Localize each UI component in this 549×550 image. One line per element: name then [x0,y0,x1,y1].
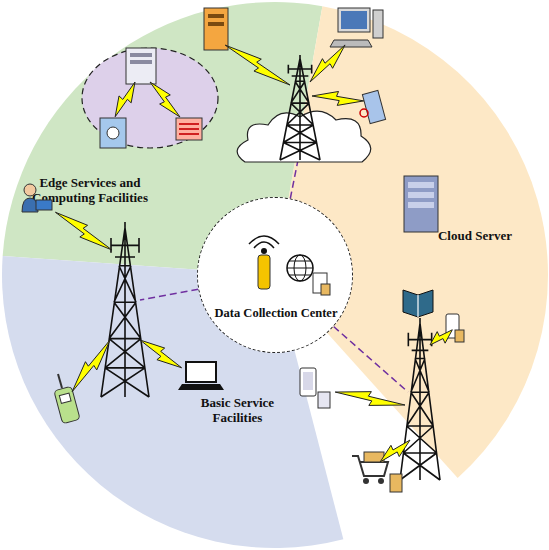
center-label: Data Collection Center [198,306,354,321]
doc-icon [318,392,330,408]
lightning-bolt [376,434,414,467]
sector-fill [2,256,343,548]
cart-icon [352,456,388,476]
region-label: Basic Service Facilities [185,395,290,425]
phone-screen [303,372,313,390]
doc-icon [390,474,402,492]
center-circle: Data Collection Center [197,197,353,353]
region-label: Cloud Server [425,228,525,243]
region-label: Edge Services and Computing Facilities [15,175,165,205]
cart-wheel [363,478,369,484]
cart-wheel [378,478,384,484]
cart-goods [364,452,384,462]
